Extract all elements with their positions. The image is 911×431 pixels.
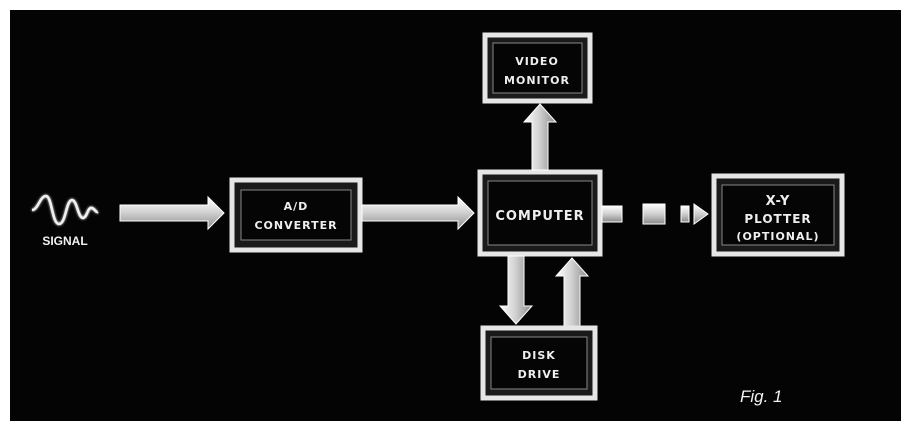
signal-label: SIGNAL [42, 234, 87, 248]
ad-converter-line1: A/D [284, 200, 309, 213]
xy-plotter-block: X-Y PLOTTER (OPTIONAL) [711, 173, 845, 257]
computer-label: COMPUTER [495, 209, 584, 224]
ad-converter-block: A/D CONVERTER [229, 177, 363, 253]
disk-drive-line2: DRIVE [518, 368, 561, 381]
xy-plotter-line3: (OPTIONAL) [736, 230, 819, 243]
arrow-computer-to-plotter-dashed [601, 203, 709, 225]
xy-plotter-line2: PLOTTER [744, 212, 811, 226]
computer-block: COMPUTER [477, 169, 603, 257]
arrow-disk-to-computer [554, 257, 590, 327]
arrow-signal-to-ad [119, 195, 225, 231]
arrow-ad-to-computer [361, 195, 475, 231]
disk-drive-block: DISK DRIVE [480, 325, 598, 401]
disk-drive-line1: DISK [522, 349, 556, 362]
sine-wave-icon [31, 194, 99, 226]
arrow-computer-to-disk [498, 255, 534, 325]
signal-source: SIGNAL [31, 194, 99, 248]
figure-caption: Fig. 1 [740, 387, 783, 406]
video-monitor-line2: MONITOR [504, 74, 570, 87]
xy-plotter-line1: X-Y [766, 194, 791, 209]
arrow-computer-to-monitor [522, 103, 558, 171]
ad-converter-line2: CONVERTER [254, 219, 337, 232]
block-diagram: SIGNAL A/D CONVERTER COMPUTER [31, 32, 845, 406]
diagram-background: SIGNAL A/D CONVERTER COMPUTER [10, 10, 901, 421]
video-monitor-line1: VIDEO [515, 55, 559, 68]
video-monitor-block: VIDEO MONITOR [482, 32, 593, 104]
